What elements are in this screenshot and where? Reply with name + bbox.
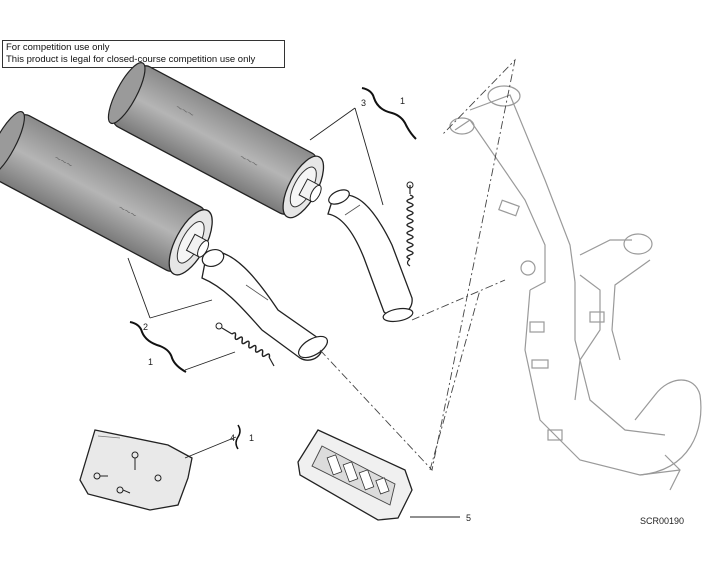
notice-line-1: For competition use only — [6, 42, 110, 53]
upper-link-pipe — [327, 189, 414, 323]
callout-1-plate: 1 — [249, 433, 254, 443]
callout-1-top: 1 — [400, 96, 405, 106]
bracket-upper — [361, 87, 417, 140]
callout-brackets — [129, 87, 417, 450]
callout-5: 5 — [466, 513, 471, 523]
drawing-code: SCR00190 — [640, 516, 685, 526]
bracket-plate — [235, 424, 241, 450]
alignment-lines — [319, 58, 516, 471]
leader-lines — [127, 107, 460, 518]
bracket-lower — [129, 321, 187, 373]
plastic-tray — [297, 429, 413, 521]
exhaust-header-assembly — [449, 85, 702, 491]
upper-muffler: ~~~ ~~~ — [107, 62, 325, 219]
callout-4: 4 — [230, 433, 235, 443]
notice-line-2: This product is legal for closed-course … — [6, 54, 256, 65]
lower-muffler: ~~~ ~~~ — [0, 110, 213, 276]
callout-1-left: 1 — [148, 357, 153, 367]
callout-2: 2 — [143, 322, 148, 332]
lower-spring — [215, 322, 275, 367]
heat-shield-plate — [79, 429, 193, 511]
lower-link-pipe — [201, 248, 329, 361]
callout-3: 3 — [361, 98, 366, 108]
upper-spring — [406, 181, 414, 267]
